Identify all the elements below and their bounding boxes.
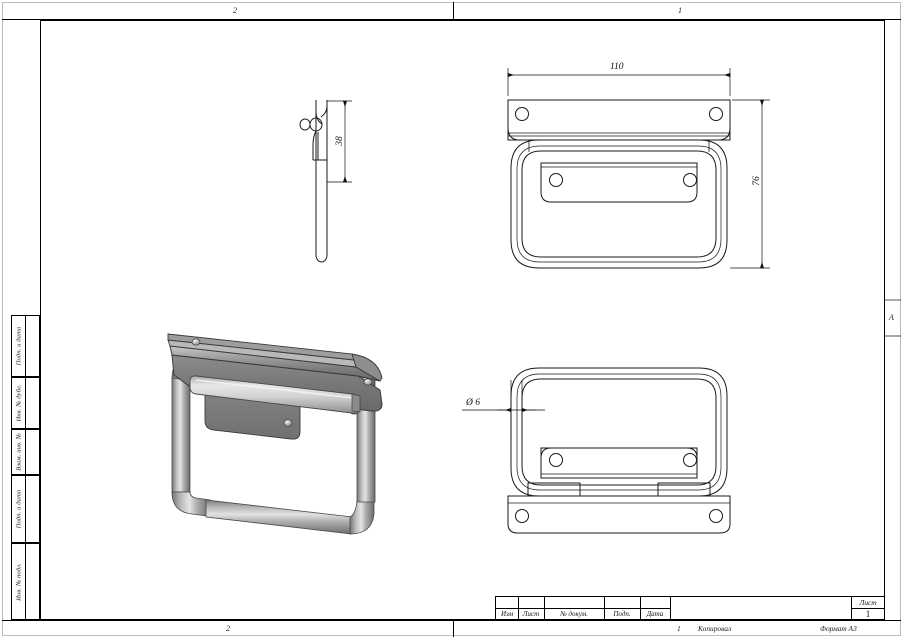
tb-sheet-number[interactable]: 1: [865, 609, 871, 619]
margin-row-podp-data-1: Подп. и дата: [11, 315, 40, 377]
tb-label-data[interactable]: Дата: [646, 609, 664, 618]
margin-row-label-cell: Взам. инв. №: [12, 430, 26, 474]
margin-row-label-cell: Инв. № дубл.: [12, 378, 26, 428]
tb-vline-5: [670, 597, 671, 619]
tb-vline-3: [604, 597, 605, 619]
tb-label-podp[interactable]: Подп.: [613, 609, 631, 618]
margin-row-label-cell: Подп. и дата: [12, 476, 26, 542]
footer-copied-label: Копировал: [698, 624, 732, 633]
dimension-diameter-label: Ø 6: [466, 398, 480, 408]
margin-row-inv-podl: Инв. № подл.: [11, 543, 40, 620]
tb-vline-2: [544, 597, 545, 619]
margin-row-podp-data-2: Подп. и дата: [11, 475, 40, 543]
dimension-110-label: 110: [610, 62, 624, 72]
margin-row-vzam-inv: Взам. инв. №: [11, 429, 40, 475]
title-block: Изм Лист № докум. Подп. Дата Лист 1: [495, 596, 885, 620]
zone-divider-bottom: [453, 621, 454, 637]
margin-row-label-cell: Инв. № подл.: [12, 544, 26, 619]
tb-designation-field[interactable]: [670, 597, 851, 619]
dimension-38-label: 38: [334, 136, 345, 146]
zone-strip-top: 2 1: [2, 2, 901, 20]
isometric-shaded-view: [167, 333, 383, 535]
footer-format-label: Формат А3: [820, 624, 857, 633]
zone-label-top-1: 1: [678, 6, 682, 15]
bottom-plan-view: [462, 367, 731, 534]
side-profile-view: [299, 100, 352, 263]
footer-copy-number: 1: [677, 624, 681, 633]
tb-hline-2: [851, 608, 885, 609]
tb-label-list[interactable]: Лист: [522, 609, 540, 618]
tb-label-dokum[interactable]: № докум.: [560, 609, 588, 618]
drawing-frame: [40, 20, 885, 620]
top-plan-view: [507, 68, 770, 269]
zone-label-top-2: 2: [233, 6, 237, 15]
dimension-76-label: 76: [751, 176, 762, 186]
zone-label-bottom-2: 2: [226, 624, 230, 633]
margin-row-inv-dubl: Инв. № дубл.: [11, 377, 40, 429]
tb-sheet-label: Лист: [859, 598, 877, 607]
tb-label-izm[interactable]: Изм: [500, 609, 514, 618]
margin-row-label-cell: Подп. и дата: [12, 316, 26, 376]
zone-divider-top: [453, 2, 454, 20]
tb-sheet-cell: Лист 1: [851, 597, 885, 620]
left-margin-table: Подп. и дата Инв. № дубл. Взам. инв. №: [11, 315, 40, 620]
tb-vline-6: [851, 597, 852, 619]
tb-vline-1: [518, 597, 519, 619]
tb-vline-4: [640, 597, 641, 619]
zone-label-right-a: A: [889, 313, 894, 322]
zone-strip-bottom: 2: [2, 620, 901, 637]
tb-hline-1: [496, 608, 670, 609]
title-block-grid: [496, 597, 885, 619]
